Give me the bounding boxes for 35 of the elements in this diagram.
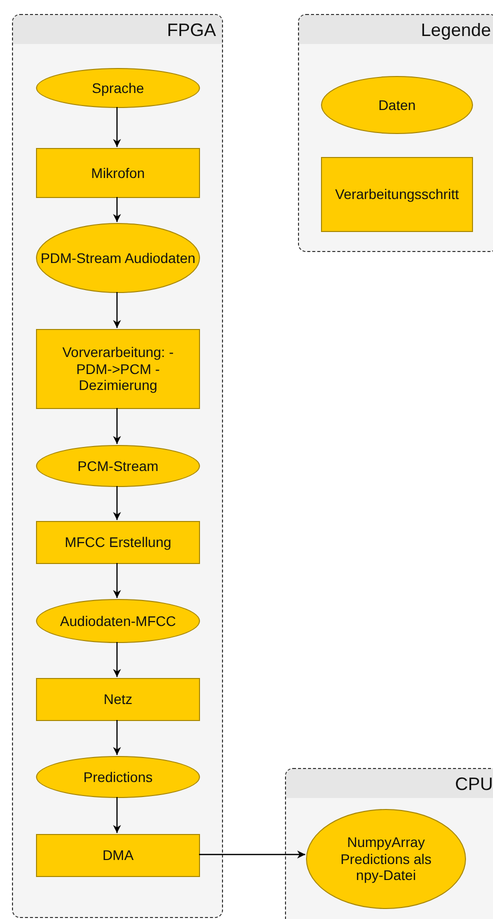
arrow: [113, 197, 121, 222]
arrow: [113, 563, 121, 598]
node-label: MFCC Erstellung: [64, 534, 172, 551]
container-title: Legende: [420, 20, 491, 41]
container-title: CPU: [454, 774, 493, 795]
node-label: DMA: [102, 847, 134, 864]
arrow: [113, 408, 121, 444]
process-box: [36, 678, 200, 721]
arrow: [199, 850, 306, 858]
process-box: [36, 834, 200, 877]
arrow: [113, 292, 121, 328]
node-label: Mikrofon: [91, 164, 145, 182]
process-box: [36, 329, 200, 409]
node-label: PDM-Stream Audiodaten: [40, 250, 196, 266]
node-label: PCM-Stream: [78, 458, 158, 474]
process-box: [36, 148, 200, 198]
node-label: NumpyArray Predictions als npy-Datei: [339, 834, 433, 884]
node-label: Predictions: [83, 768, 153, 786]
process-box: [36, 521, 200, 564]
node-label: Sprache: [92, 80, 144, 96]
node-label: Verarbeitungsschritt: [335, 186, 459, 203]
arrow: [113, 107, 121, 147]
container-panel: [12, 14, 223, 918]
container-panel: [298, 14, 493, 252]
node-label: Netz: [104, 691, 132, 708]
arrow: [113, 720, 121, 755]
arrow: [113, 486, 121, 520]
arrow: [113, 797, 121, 833]
arrow: [113, 642, 121, 677]
node-label: Daten: [378, 96, 416, 114]
node-label: Vorverarbeitung: - PDM->PCM - Dezimierung: [61, 344, 175, 394]
container-title: FPGA: [166, 20, 216, 41]
process-box: [321, 157, 473, 232]
container-panel: [285, 768, 493, 919]
node-label: Audiodaten-MFCC: [60, 612, 176, 630]
